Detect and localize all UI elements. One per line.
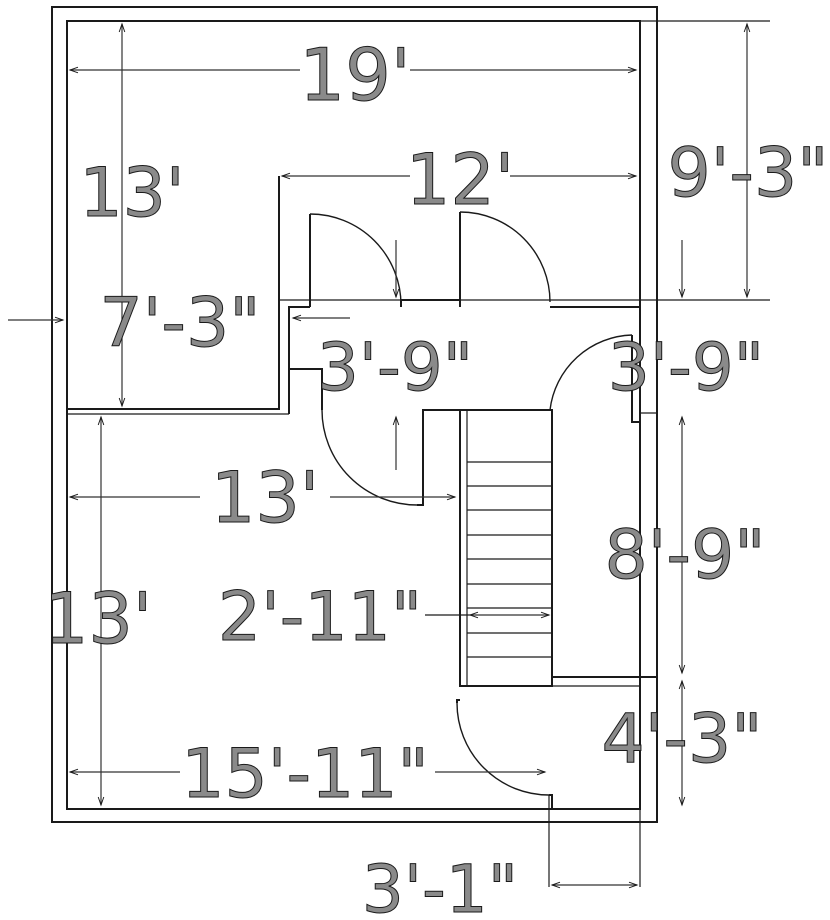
stair-treads bbox=[467, 461, 552, 658]
door-swing-upper-right bbox=[459, 211, 551, 303]
right-room-wall bbox=[631, 335, 640, 423]
dim-text-left-lower-height: 13' bbox=[44, 578, 152, 660]
dim-text-stair-width: 2'-11" bbox=[218, 578, 422, 657]
hall-left-wall bbox=[288, 306, 310, 414]
door-swing-lower bbox=[456, 702, 550, 796]
dim-text-right-upper-height: 9'-3" bbox=[667, 134, 828, 213]
dim-text-right-lower-height: 4'-3" bbox=[601, 700, 762, 779]
lower-door-jamb bbox=[456, 699, 460, 703]
lower-door-wall bbox=[549, 794, 553, 809]
dim-text-left-upper-height: 13' bbox=[79, 154, 184, 233]
hall-inner-wall bbox=[289, 368, 323, 410]
label-mask bbox=[200, 465, 330, 527]
lower-right-room-wall bbox=[551, 676, 657, 686]
label-mask bbox=[180, 740, 435, 802]
dim-text-hall-width-left: 3'-9" bbox=[317, 329, 473, 406]
door-swing-right bbox=[549, 334, 633, 411]
label-mask bbox=[410, 145, 510, 205]
stair-outline bbox=[459, 409, 553, 687]
door-swing-hall bbox=[321, 409, 418, 506]
dim-text-hall-width-right: 3'-9" bbox=[608, 329, 764, 406]
inner-wall-outline bbox=[66, 20, 641, 810]
outer-wall-outline bbox=[51, 6, 658, 823]
corridor-wall-mid-segment bbox=[400, 299, 461, 307]
dim-text-mid-width: 13' bbox=[211, 457, 319, 539]
label-mask bbox=[215, 583, 425, 643]
upper-left-room-wall bbox=[67, 176, 280, 410]
dim-text-bottom-width: 15'-11" bbox=[181, 735, 429, 814]
dim-text-right-mid-height: 8'-9" bbox=[604, 516, 765, 595]
stair-landing-wall bbox=[417, 409, 467, 506]
label-mask bbox=[300, 40, 410, 100]
door-swing-upper-left bbox=[309, 213, 402, 306]
dim-text-top-width: 19' bbox=[299, 33, 410, 117]
dim-text-upper-inner-width: 12' bbox=[406, 139, 514, 221]
dim-text-bottom-offset: 3'-1" bbox=[362, 851, 518, 920]
dim-text-left-room-depth: 7'-3" bbox=[99, 284, 260, 363]
